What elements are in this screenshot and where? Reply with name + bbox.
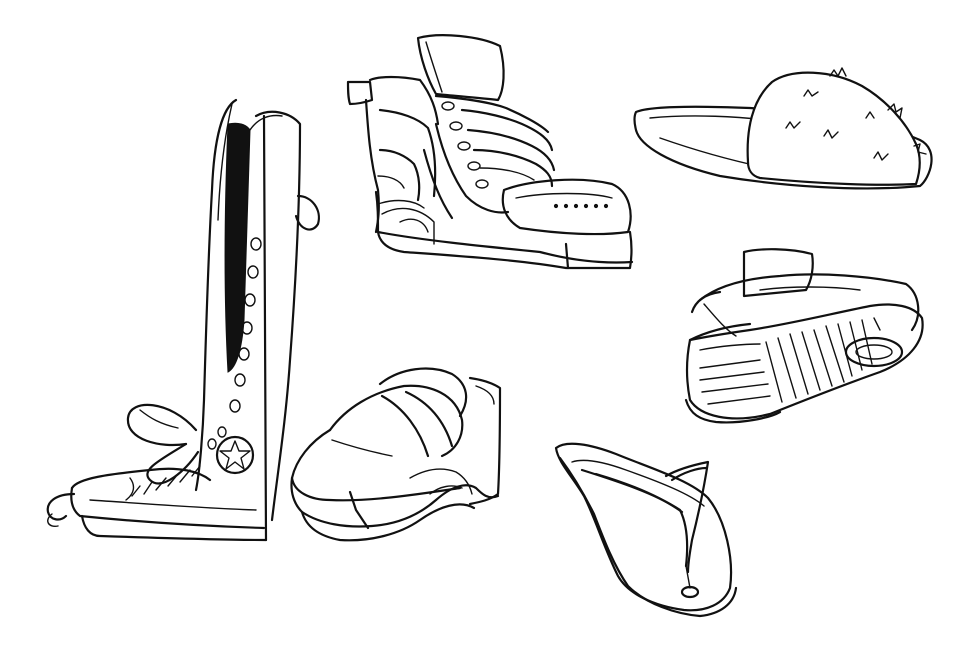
flip-flop-drawing xyxy=(554,442,738,618)
toe-dots xyxy=(553,203,609,209)
chunky-sneaker-drawing xyxy=(346,34,634,270)
tread-lines xyxy=(699,317,881,405)
high-top-sneaker-drawing xyxy=(46,98,320,542)
shoe-sole-view-drawing xyxy=(684,248,924,424)
eyelets xyxy=(207,237,262,450)
tennis-ball-sole-drawing xyxy=(633,67,933,190)
slip-on-loafer-drawing xyxy=(290,367,502,542)
